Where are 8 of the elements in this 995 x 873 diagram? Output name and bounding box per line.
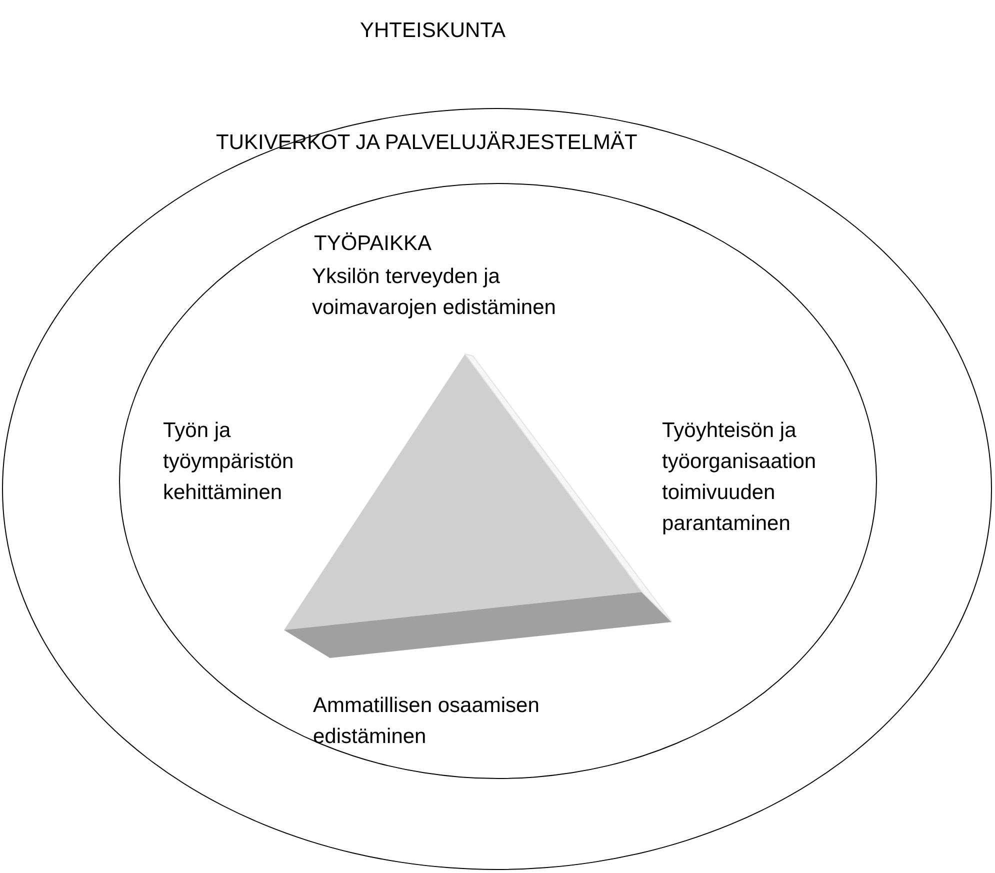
corner-label: Yksilön terveyden ja voimavarojen edistäminen	[312, 264, 557, 321]
outer-ellipse	[2, 108, 992, 870]
corner-label: Työn ja työympäristön kehittäminen	[163, 418, 295, 506]
corner-label: Työyhteisön ja työorganisaation toimivuuden parantaminen	[662, 418, 818, 537]
region-title: TYÖPAIKKA	[314, 231, 432, 257]
inner-ellipse	[119, 183, 877, 779]
corner-label: Ammatillisen osaamisen edistäminen	[313, 693, 540, 750]
society-title: YHTEISKUNTA	[360, 18, 506, 44]
